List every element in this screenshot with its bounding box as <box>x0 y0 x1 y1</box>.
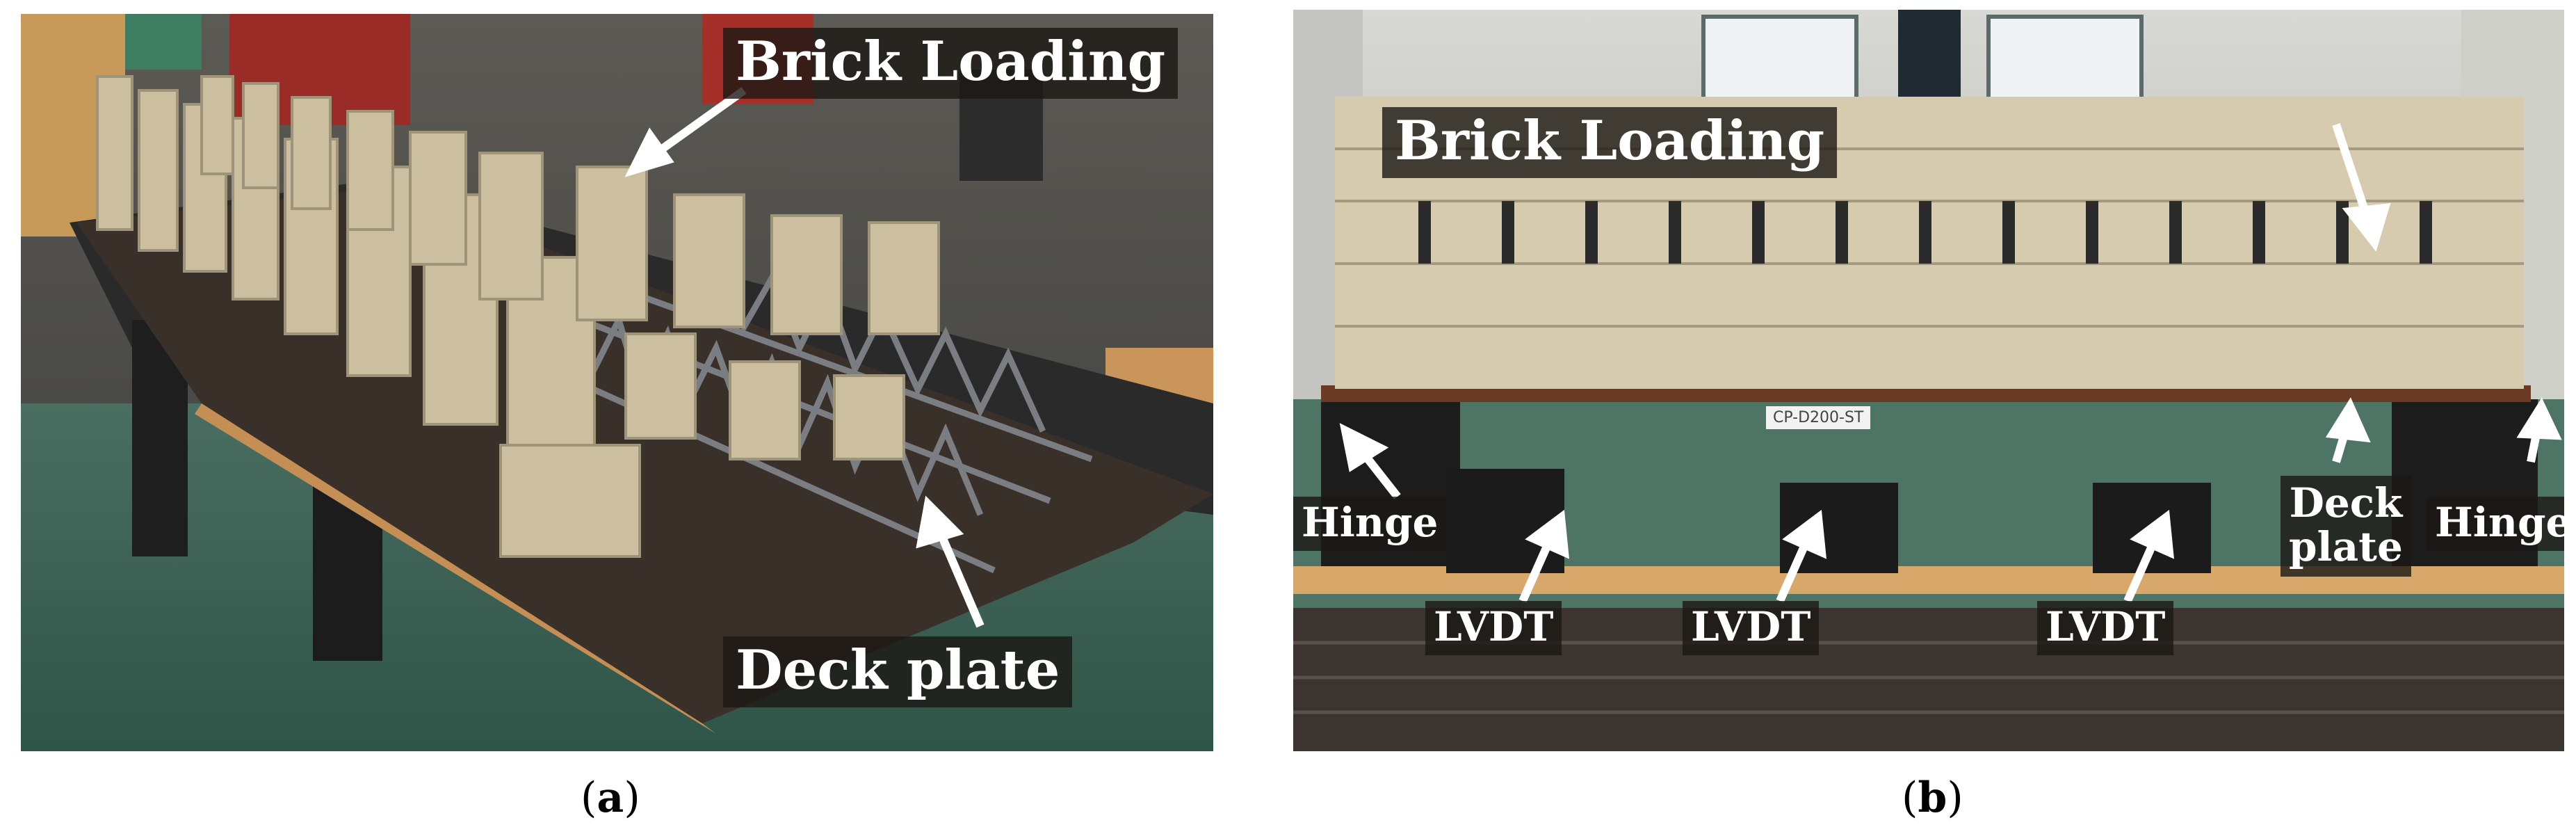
caption-b-letter: b <box>1918 773 1947 822</box>
label-deck-plate-b: Deck plate <box>2281 476 2411 577</box>
caption-b: (b) <box>1902 773 1963 822</box>
label-deck-line-2: plate <box>2289 522 2403 570</box>
annotation-arrows <box>624 87 985 628</box>
label-hinge-left: Hinge <box>1293 497 1447 551</box>
label-hinge-right: Hinge <box>2427 497 2564 551</box>
photo-panel-a: Brick Loading Deck plate <box>21 14 1213 751</box>
caption-a-letter: a <box>597 773 624 822</box>
deck-plate-edge <box>195 403 716 734</box>
label-brick-loading-b: Brick Loading <box>1382 107 1838 178</box>
brick-rows <box>96 75 940 558</box>
label-lvdt-3: LVDT <box>2037 601 2174 655</box>
brick-gaps <box>1418 201 2432 264</box>
lvdt-stand <box>1446 469 1564 573</box>
annotation-arrows-b <box>1339 123 2562 603</box>
label-lvdt-1: LVDT <box>1425 601 1562 655</box>
photo-a-drawing <box>21 14 1213 751</box>
label-deck-plate-a: Deck plate <box>723 636 1073 707</box>
label-brick-loading-a: Brick Loading <box>723 28 1178 99</box>
table-leg <box>132 320 188 556</box>
photo-panel-b: Brick Loading Hinge LVDT LVDT LVDT Deck … <box>1293 10 2564 751</box>
label-lvdt-2: LVDT <box>1683 601 1820 655</box>
specimen-tag: CP-D200-ST <box>1766 406 1871 429</box>
label-deck-line-1: Deck <box>2289 479 2403 527</box>
caption-a: (a) <box>581 773 640 822</box>
